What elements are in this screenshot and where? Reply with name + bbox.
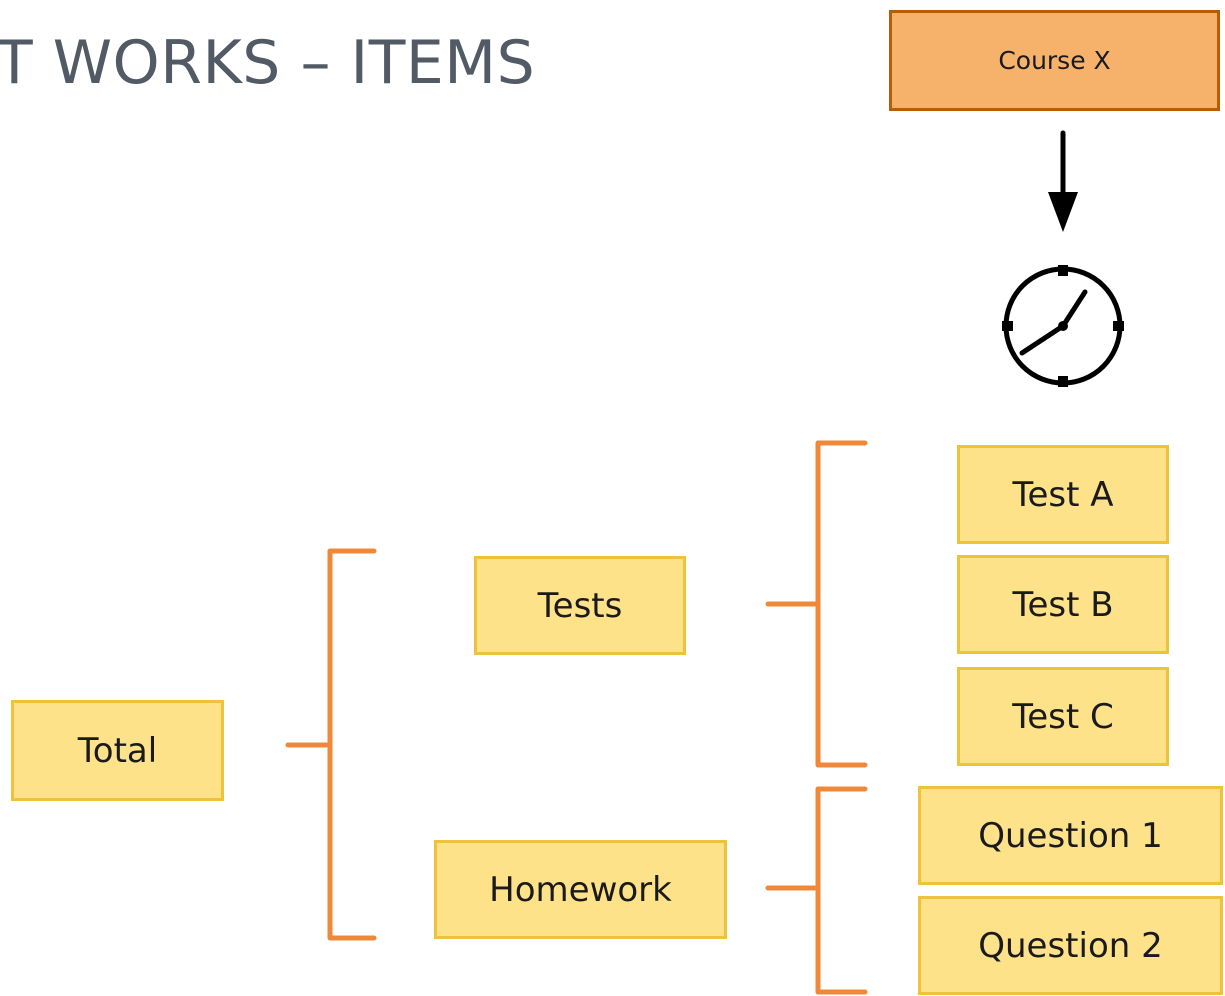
test-b-label: Test B xyxy=(1012,584,1114,625)
test-c-label: Test C xyxy=(1012,696,1114,737)
question-1-box: Question 1 xyxy=(918,786,1223,885)
test-a-label: Test A xyxy=(1012,474,1114,515)
page-title: T WORKS – ITEMS xyxy=(0,28,536,98)
question-2-label: Question 2 xyxy=(978,925,1163,966)
arrow-down-icon xyxy=(1048,130,1078,232)
tests-box: Tests xyxy=(474,556,686,655)
bracket-tests xyxy=(765,440,868,768)
test-b-box: Test B xyxy=(957,555,1169,654)
bracket-homework xyxy=(765,786,868,995)
total-label: Total xyxy=(77,730,158,771)
question-2-box: Question 2 xyxy=(918,896,1223,995)
test-c-box: Test C xyxy=(957,667,1169,766)
course-label: Course X xyxy=(998,46,1111,75)
question-1-label: Question 1 xyxy=(978,815,1163,856)
course-box: Course X xyxy=(889,10,1220,111)
clock-icon xyxy=(1002,265,1124,387)
bracket-total xyxy=(285,548,377,941)
homework-box: Homework xyxy=(434,840,727,939)
tests-label: Tests xyxy=(537,585,623,626)
test-a-box: Test A xyxy=(957,445,1169,544)
homework-label: Homework xyxy=(489,869,672,910)
total-box: Total xyxy=(11,700,224,801)
